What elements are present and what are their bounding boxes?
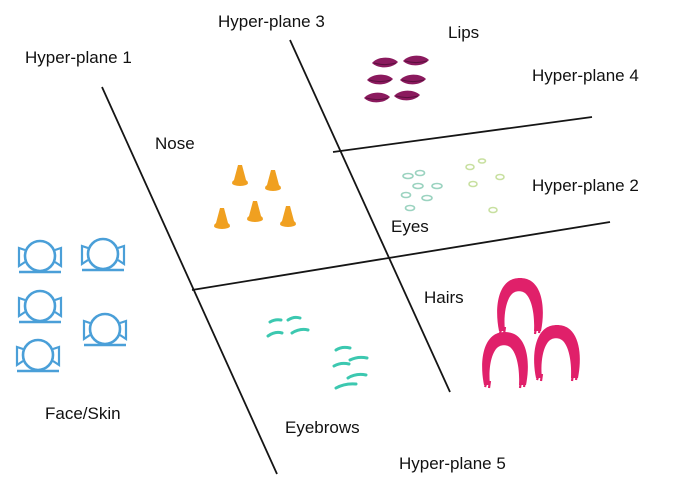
hyperplane-2-line	[191, 221, 611, 291]
lips-icon	[371, 57, 399, 68]
face-skin-icon	[80, 237, 126, 272]
hyperplane-4-label: Hyper-plane 4	[532, 66, 639, 85]
nose-icon	[232, 165, 248, 186]
eye-icon	[421, 194, 433, 202]
eye-icon	[495, 173, 505, 181]
hyperplane-1-line	[101, 86, 278, 475]
lips-icon	[363, 92, 391, 103]
eyebrow-icon	[334, 345, 352, 352]
eye-icon	[488, 206, 498, 214]
hair-icon	[496, 276, 544, 336]
eye-icon	[400, 191, 412, 199]
hairs-cluster	[481, 276, 581, 390]
eyes-label: Eyes	[391, 217, 429, 236]
lips-icon	[402, 55, 430, 66]
eyebrow-icon	[290, 327, 310, 335]
nose-icon	[280, 206, 296, 227]
face-skin-icon	[17, 289, 63, 324]
eyebrow-icon	[348, 355, 369, 362]
eye-icon	[404, 204, 416, 212]
eyebrow-icon	[268, 318, 283, 324]
hyperplane-lines	[101, 39, 611, 475]
face-skin-icon	[17, 239, 63, 274]
nose-label: Nose	[155, 134, 195, 153]
eyebrows-cluster	[266, 315, 369, 390]
lips-label: Lips	[448, 23, 480, 42]
hyperplane-4-line	[332, 116, 593, 153]
lips-cluster	[363, 55, 430, 103]
face-skin-icon	[15, 338, 61, 373]
face-skin-label: Face/Skin	[45, 404, 121, 423]
eye-icon	[414, 169, 426, 177]
hair-icon	[481, 330, 529, 390]
nose-cluster	[214, 165, 296, 229]
eyebrow-icon	[334, 382, 358, 390]
hyperplane-3-label: Hyper-plane 3	[218, 12, 325, 31]
hyperplane-2-label: Hyper-plane 2	[532, 176, 639, 195]
eyebrow-icon	[332, 361, 351, 368]
eye-icon	[465, 163, 475, 171]
eye-icon	[402, 172, 414, 180]
nose-icon	[214, 208, 230, 229]
nose-icon	[265, 170, 281, 191]
eyebrow-icon	[266, 330, 284, 338]
lips-icon	[366, 74, 394, 85]
hair-icon	[533, 323, 581, 383]
nose-icon	[247, 201, 263, 222]
eyebrow-icon	[346, 372, 368, 380]
hyperplane-3-line	[289, 39, 451, 393]
face-skin-cluster	[15, 237, 128, 373]
hairs-label: Hairs	[424, 288, 464, 307]
eyebrow-icon	[286, 315, 302, 322]
eye-icon	[431, 182, 443, 190]
lips-icon	[393, 90, 421, 101]
hyperplane-1-label: Hyper-plane 1	[25, 48, 132, 67]
eyes-cluster	[400, 158, 505, 214]
eye-icon	[477, 158, 487, 164]
eye-icon	[412, 182, 424, 190]
eyebrows-label: Eyebrows	[285, 418, 360, 437]
lips-icon	[399, 74, 427, 85]
eye-icon	[468, 180, 478, 188]
face-skin-icon	[82, 312, 128, 347]
hyperplane-5-label: Hyper-plane 5	[399, 454, 506, 473]
